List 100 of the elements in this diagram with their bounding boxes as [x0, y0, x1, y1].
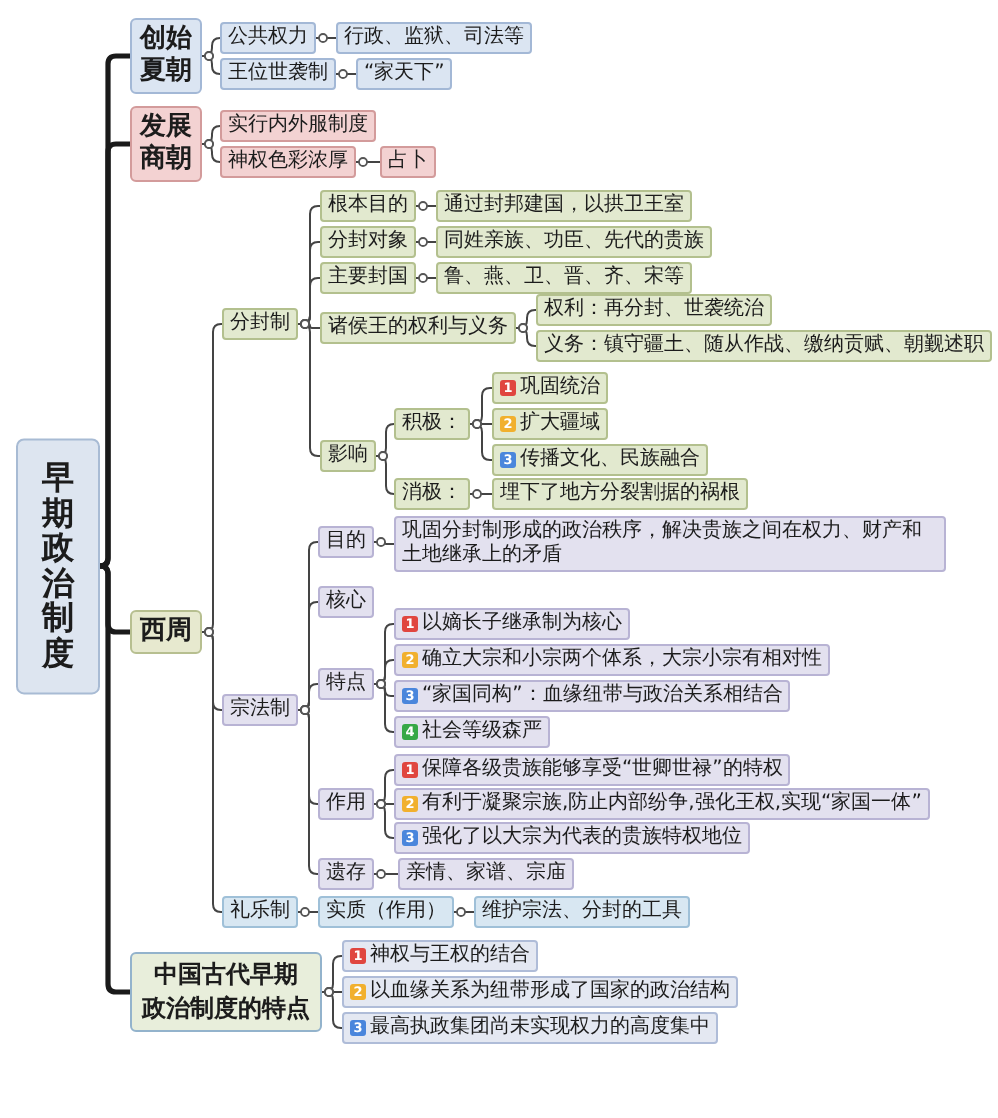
subtopic-box — [320, 440, 376, 472]
topic-text: 亲情、家谱、宗庙 — [406, 862, 566, 886]
topic-text: 确立大宗和小宗两个体系，大宗小宗有相对性 — [422, 648, 822, 672]
connector-line — [201, 51, 221, 75]
connector-line — [297, 907, 319, 917]
main-topic-box — [130, 106, 202, 182]
subtopic-box — [474, 896, 690, 928]
topic-text: 根本目的 — [328, 194, 408, 218]
subtopic-box — [318, 858, 374, 890]
subtopic-box — [320, 312, 516, 344]
topic-text: 有利于凝聚宗族,防止内部纷争,强化王权,实现“家国一体” — [422, 792, 922, 816]
topic-text: 埋下了地方分裂割据的祸根 — [500, 482, 740, 506]
topic-text: 诸侯王的权利与义务 — [328, 316, 508, 340]
topic-text: 西周 — [140, 616, 192, 648]
subtopic-box — [320, 190, 416, 222]
connector-line — [469, 419, 493, 461]
topic-text: 神权色彩浓厚 — [228, 150, 348, 174]
subtopic-box — [222, 896, 298, 928]
connector-line — [373, 869, 399, 879]
topic-text: 早期政治制度 — [42, 460, 74, 672]
topic-text: 礼乐制 — [230, 900, 290, 924]
connector-line — [469, 489, 493, 499]
subtopic-box — [398, 858, 574, 890]
topic-text: 最高执政集团尚未实现权力的高度集中 — [370, 1016, 710, 1040]
subtopic-box — [436, 190, 692, 222]
main-topic-box — [130, 18, 202, 94]
topic-text: 同姓亲族、功臣、先代的贵族 — [444, 230, 704, 254]
connector-line — [201, 627, 223, 913]
subtopic-box — [394, 408, 470, 440]
main-topic-box — [130, 610, 202, 654]
subtopic-box — [342, 1012, 718, 1044]
connector-line — [415, 237, 437, 247]
connector-line — [201, 139, 221, 163]
topic-text: 积极： — [402, 412, 462, 436]
subtopic-box — [336, 22, 532, 54]
subtopic-box — [342, 976, 738, 1008]
topic-text: 目的 — [326, 530, 366, 554]
subtopic-box — [320, 226, 416, 258]
subtopic-box — [492, 478, 748, 510]
topic-text: 扩大疆域 — [520, 412, 600, 436]
topic-text: 实行内外服制度 — [228, 114, 368, 138]
topic-text: 维护宗法、分封的工具 — [482, 900, 682, 924]
subtopic-box — [492, 372, 608, 404]
topic-text: 王位世袭制 — [228, 62, 328, 86]
topic-text: 发展商朝 — [140, 112, 192, 176]
subtopic-box — [394, 644, 830, 676]
subtopic-box — [318, 668, 374, 700]
topic-text: 行政、监狱、司法等 — [344, 26, 524, 50]
subtopic-box — [492, 444, 708, 476]
topic-text: 公共权力 — [228, 26, 308, 50]
topic-text: 强化了以大宗为代表的贵族特权地位 — [422, 826, 742, 850]
subtopic-box — [394, 516, 946, 572]
topic-text: 影响 — [328, 444, 368, 468]
subtopic-box — [394, 788, 930, 820]
topic-text: 分封制 — [230, 312, 290, 336]
subtopic-box — [318, 896, 454, 928]
subtopic-box — [356, 58, 453, 90]
subtopic-box — [318, 788, 374, 820]
subtopic-box — [318, 526, 374, 558]
topic-text: 巩固统治 — [520, 376, 600, 400]
connector-line — [297, 319, 321, 457]
topic-text: 核心 — [326, 590, 366, 614]
topic-text: 通过封邦建国，以拱卫王室 — [444, 194, 684, 218]
subtopic-box — [394, 754, 791, 786]
subtopic-box — [222, 308, 298, 340]
topic-text: 传播文化、民族融合 — [520, 448, 700, 472]
topic-text: 中国古代早期政治制度的特点 — [142, 958, 310, 1026]
connector-line — [97, 141, 130, 569]
topic-text: 社会等级森严 — [422, 720, 542, 744]
connector-line — [315, 33, 337, 43]
subtopic-box — [394, 716, 550, 748]
topic-text: 消极： — [402, 482, 462, 506]
subtopic-box — [380, 146, 436, 178]
connector-line — [373, 799, 395, 839]
topic-text: “家国同构”：血缘纽带与政治关系相结合 — [422, 684, 783, 708]
subtopic-box — [394, 608, 630, 640]
subtopic-box — [320, 262, 416, 294]
topic-text: 神权与王权的结合 — [370, 944, 530, 968]
topic-text: 分封对象 — [328, 230, 408, 254]
topic-text: 创始夏朝 — [140, 24, 192, 88]
subtopic-box — [394, 478, 470, 510]
topic-text: 以血缘关系为纽带形成了国家的政治结构 — [370, 980, 730, 1004]
connector-line — [355, 157, 381, 167]
topic-text: 遗存 — [326, 862, 366, 886]
topic-text: 权利：再分封、世袭统治 — [544, 298, 764, 322]
topic-text: 主要封国 — [328, 266, 408, 290]
topic-text: 巩固分封制形成的政治秩序，解决贵族之间在权力、财产和土地继承上的矛盾 — [402, 520, 924, 568]
topic-text: 保障各级贵族能够享受“世卿世禄”的特权 — [422, 758, 783, 782]
subtopic-box — [220, 22, 316, 54]
topic-text: 实质（作用） — [326, 900, 446, 924]
topic-text: 作用 — [326, 792, 366, 816]
connector-line — [375, 451, 395, 495]
topic-text: 鲁、燕、卫、晋、齐、宋等 — [444, 266, 684, 290]
connector-line — [453, 907, 475, 917]
topic-text: 以嫡长子继承制为核心 — [422, 612, 622, 636]
subtopic-box — [222, 694, 298, 726]
subtopic-box — [318, 586, 374, 618]
subtopic-box — [436, 226, 712, 258]
connector-line — [373, 679, 395, 733]
central-topic-box — [16, 438, 100, 694]
